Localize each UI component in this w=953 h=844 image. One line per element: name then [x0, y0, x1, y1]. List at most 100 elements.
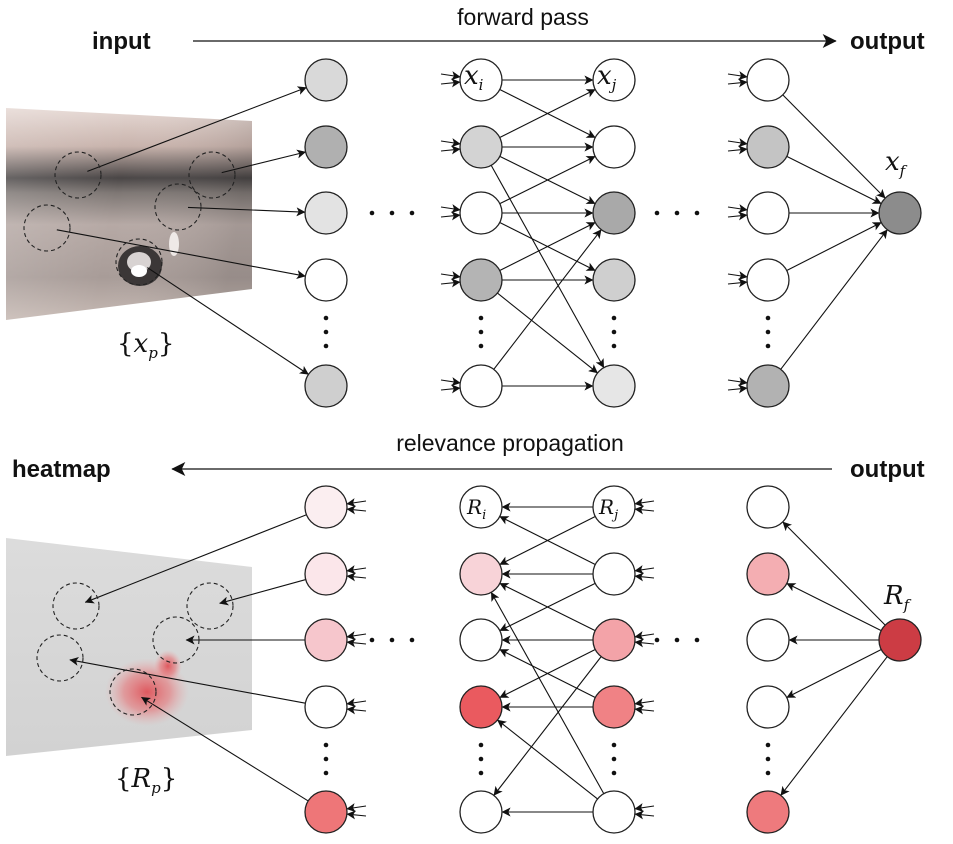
relevance-node-c3-r4 — [592, 685, 636, 729]
relevance-hdot-1-2 — [389, 637, 395, 643]
forward-vdot-c2-2 — [478, 329, 484, 335]
forward-node-c2-r3 — [459, 191, 503, 235]
forward-node-c2-r5 — [459, 364, 503, 408]
forward-stub-c4-r2-1 — [727, 138, 748, 148]
xf-label: xf — [885, 147, 908, 180]
rp-label: {Rp} — [115, 764, 177, 797]
ri-label: Ri — [466, 495, 486, 523]
forward-out-edge-4 — [786, 222, 882, 271]
rf-label: Rf — [883, 581, 912, 614]
forward-vdot-c1-3 — [323, 343, 329, 349]
relevance-node-c2-r2 — [459, 552, 503, 596]
forward-hdot-1-2 — [389, 210, 395, 216]
relevance-stub-c3-r4-1 — [634, 698, 655, 708]
forward-node-c1-r4 — [304, 258, 348, 302]
relevance-node-c2-r5 — [459, 790, 503, 834]
relevance-hdot-2-2 — [674, 637, 680, 643]
relevance-node-c1-r1 — [304, 485, 348, 529]
forward-node-c1-r5 — [304, 364, 348, 408]
forward-hdot-2-3 — [694, 210, 700, 216]
relevance-node-c3-r1 — [592, 485, 636, 529]
input-ring-5 — [115, 238, 163, 286]
relevance-stub-c3-r3-2 — [634, 638, 655, 648]
input-edge-3 — [187, 206, 306, 217]
forward-node-c2-r1 — [459, 58, 503, 102]
forward-stub-c4-r5-1 — [727, 377, 748, 387]
forward-mid-edge-13 — [493, 229, 602, 370]
relevance-stub-c3-r2-2 — [634, 572, 655, 582]
forward-hdot-1-3 — [409, 210, 415, 216]
relevance-node-c3-r2 — [592, 552, 636, 596]
relevance-out-edge-5 — [780, 656, 888, 796]
forward-node-c1-r3 — [304, 191, 348, 235]
relevance-vdot-c2-3 — [478, 770, 484, 776]
relevance-node-c1-r5 — [304, 790, 348, 834]
relevance-stub-c3-r5-1 — [634, 803, 655, 813]
relevance-node-c3-r5 — [592, 790, 636, 834]
relevance-mid-edge-11 — [499, 648, 596, 699]
relevance-stub-c3-r3-1 — [634, 631, 655, 641]
relevance-stub-c1-r5-1 — [346, 803, 367, 813]
forward-stub-c2-r5-2 — [440, 384, 461, 394]
relevance-stub-c3-r1-2 — [634, 505, 655, 515]
relevance-stub-c1-r2-2 — [346, 572, 367, 582]
forward-stub-c4-r1-1 — [727, 71, 748, 81]
forward-stub-c4-r4-1 — [727, 271, 748, 281]
relevance-node-c4-r3 — [746, 618, 790, 662]
relevance-stub-c1-r3-2 — [346, 638, 367, 648]
relevance-stub-c1-r4-1 — [346, 698, 367, 708]
forward-mid-edge-5 — [499, 88, 596, 139]
relevance-vdot-c1-2 — [323, 756, 329, 762]
forward-output-label: output — [850, 28, 925, 55]
forward-node-c1-r2 — [304, 125, 348, 169]
forward-node-c4-r3 — [746, 191, 790, 235]
forward-pass-caption: forward pass — [457, 4, 589, 30]
relevance-propagation-caption: relevance propagation — [396, 430, 624, 456]
relevance-vdot-c2-1 — [478, 742, 484, 748]
relevance-output-label: output — [850, 456, 925, 483]
heatmap-image — [6, 538, 252, 756]
relevance-stub-c1-r1-2 — [346, 505, 367, 515]
forward-vdot-c4-3 — [765, 343, 771, 349]
forward-vdot-c2-1 — [478, 315, 484, 321]
forward-stub-c4-r4-2 — [727, 278, 748, 288]
forward-node-c3-r5 — [592, 364, 636, 408]
relevance-vdot-c4-3 — [765, 770, 771, 776]
relevance-mid-edge-13 — [493, 656, 602, 796]
forward-vdot-c3-3 — [611, 343, 617, 349]
forward-node-c3-r1 — [592, 58, 636, 102]
relevance-node-c4-r2 — [746, 552, 790, 596]
relevance-node-c1-r4 — [304, 685, 348, 729]
relevance-hdot-2-3 — [694, 637, 700, 643]
input-ring-2 — [23, 204, 71, 252]
forward-stub-c2-r4-1 — [440, 271, 461, 281]
relevance-node-c2-r4 — [459, 685, 503, 729]
heatmap-edge-1 — [84, 514, 307, 604]
forward-out-edge-1 — [782, 94, 886, 199]
forward-hdot-2-1 — [654, 210, 660, 216]
input-ring-3 — [188, 151, 236, 199]
forward-out-edge-2 — [786, 155, 882, 205]
heatmap-edge-4 — [69, 656, 306, 704]
relevance-node-c1-r3 — [304, 618, 348, 662]
relevance-mid-edge-8 — [499, 582, 596, 632]
forward-vdot-c2-3 — [478, 343, 484, 349]
forward-node-c3-r4 — [592, 258, 636, 302]
forward-output-node — [878, 191, 922, 235]
input-label: input — [92, 28, 151, 55]
forward-hdot-1-1 — [369, 210, 375, 216]
forward-node-c3-r3 — [592, 191, 636, 235]
forward-node-c2-r2 — [459, 125, 503, 169]
forward-node-c4-r1 — [746, 58, 790, 102]
heatmap-ring-3 — [186, 582, 234, 630]
forward-mid-edge-10 — [497, 292, 598, 374]
relevance-node-c4-r1 — [746, 485, 790, 529]
relevance-vdot-c3-2 — [611, 756, 617, 762]
relevance-node-c2-r3 — [459, 618, 503, 662]
relevance-stub-c3-r5-2 — [634, 810, 655, 820]
relevance-stub-c1-r2-1 — [346, 565, 367, 575]
relevance-stub-c1-r5-2 — [346, 810, 367, 820]
forward-node-c4-r5 — [746, 364, 790, 408]
input-edge-1 — [87, 86, 307, 172]
relevance-mid-edge-14 — [490, 591, 605, 794]
